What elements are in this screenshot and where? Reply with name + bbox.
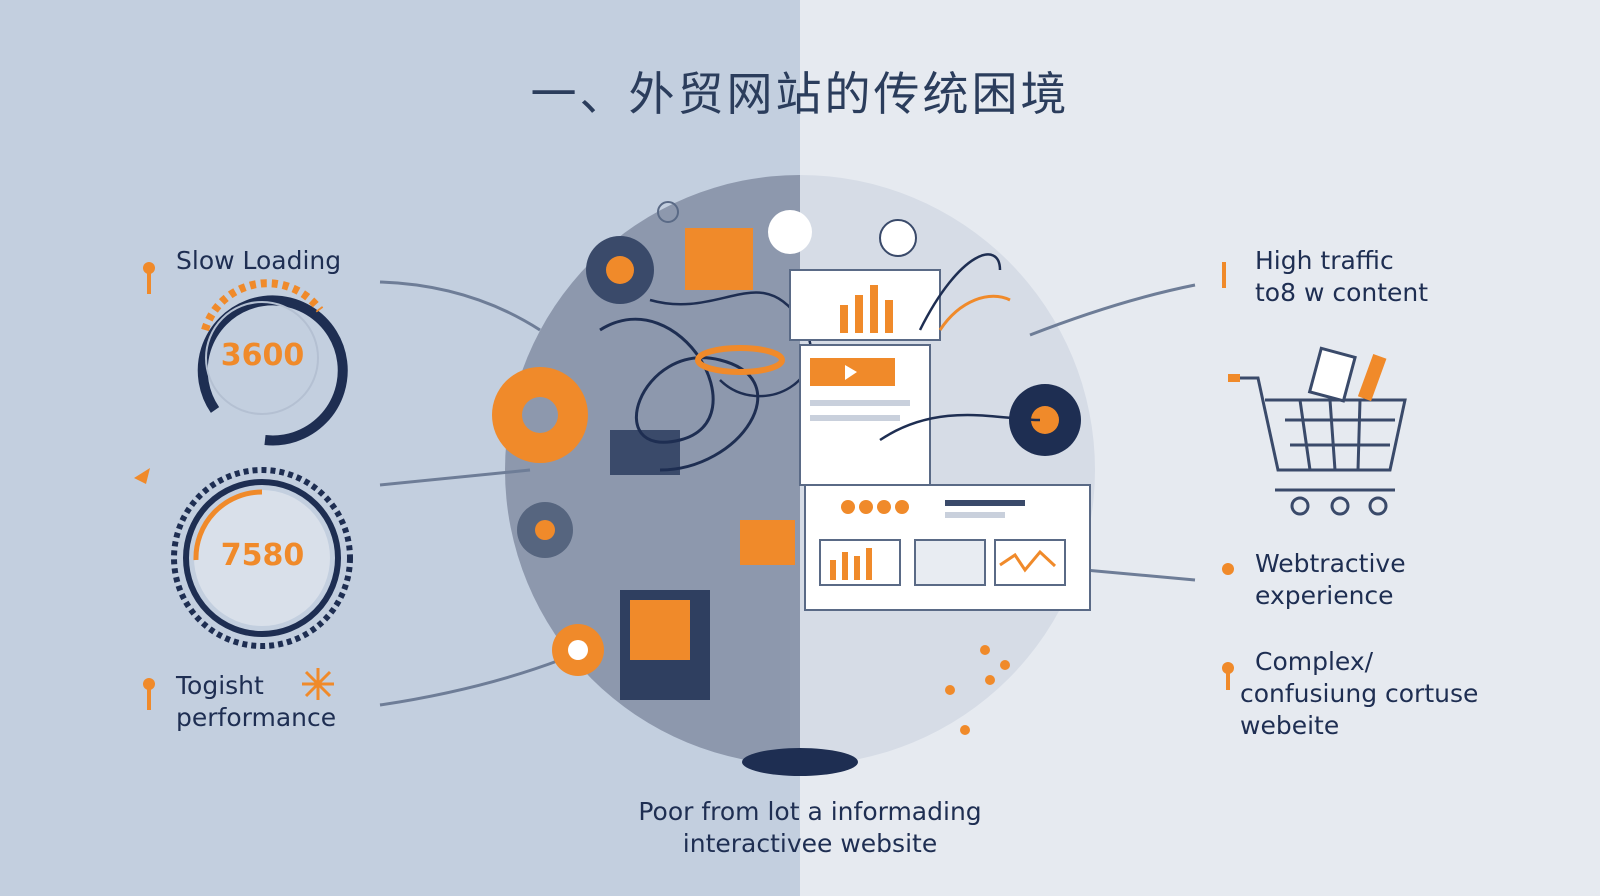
- performance-pin-icon: [143, 678, 155, 690]
- gauge-top-value: 3600: [220, 338, 305, 373]
- slow-loading-pin-stem: [147, 272, 151, 294]
- connector-gauge: [379, 468, 531, 487]
- connector-slow-loading: [379, 280, 541, 332]
- tangled-wires: [599, 317, 760, 472]
- performance-pin-stem: [147, 688, 151, 710]
- gear-icon-small-left: [517, 502, 573, 558]
- performance-label-line2: performance: [176, 703, 337, 732]
- gear-icon-navy-right: [1009, 384, 1081, 456]
- complex-label-line3: webeite: [1240, 711, 1340, 740]
- registered-icon: [657, 201, 679, 223]
- traffic-pin-icon: [1222, 262, 1226, 288]
- connector-traffic: [1029, 283, 1196, 337]
- rating-stars-icon: [841, 500, 909, 514]
- complex-label-line1: Complex/: [1255, 647, 1374, 676]
- sparkle-icon: [302, 668, 334, 700]
- cart-handle-grip: [1228, 374, 1240, 382]
- right-wires: [879, 253, 1041, 442]
- traffic-label-line2: to8 w content: [1255, 278, 1429, 307]
- orange-dots-decoration: [945, 645, 1010, 735]
- caption-line2: interactivee website: [682, 829, 938, 858]
- connector-experience: [1084, 568, 1196, 582]
- shopping-cart-icon: [1230, 346, 1407, 516]
- base-disc: [742, 748, 858, 776]
- caption-line1: Poor from lot a informading: [638, 797, 982, 826]
- bar-chart-icon: [840, 285, 893, 333]
- experience-label-line1: Webtractive: [1255, 549, 1406, 578]
- orange-poster: [685, 228, 753, 290]
- complex-pin-icon: [1222, 662, 1234, 674]
- chart-badge-icon: [768, 210, 812, 254]
- clock-badge-icon: [879, 219, 917, 257]
- orange-ring: [695, 345, 785, 375]
- complex-pin-stem: [1226, 672, 1230, 690]
- connector-performance: [379, 658, 561, 707]
- slow-loading-label: Slow Loading: [176, 246, 342, 275]
- performance-label-line1: Togisht: [176, 671, 264, 700]
- play-icon: [845, 365, 857, 380]
- experience-pin-icon: [1222, 563, 1234, 575]
- gauge-top: [197, 279, 348, 446]
- gauge-bottom: [171, 467, 353, 649]
- gear-icon-orange-left: [492, 367, 588, 463]
- experience-label-line2: experience: [1255, 581, 1394, 610]
- chart-card-top: [789, 269, 941, 341]
- gear-icon-navy-top: [586, 236, 654, 304]
- traffic-label-line1: High traffic: [1255, 246, 1394, 275]
- arrow-mark-icon: [134, 468, 150, 484]
- complex-label-line2: confusiung cortuse: [1240, 679, 1479, 708]
- gauge-bottom-value: 7580: [220, 538, 305, 573]
- line-chart-icon: [999, 549, 1057, 573]
- orange-block: [740, 520, 795, 565]
- page-title: 一、外贸网站的传统困境: [530, 67, 1070, 121]
- slow-loading-pin-icon: [143, 262, 155, 274]
- device-screen: [630, 600, 690, 660]
